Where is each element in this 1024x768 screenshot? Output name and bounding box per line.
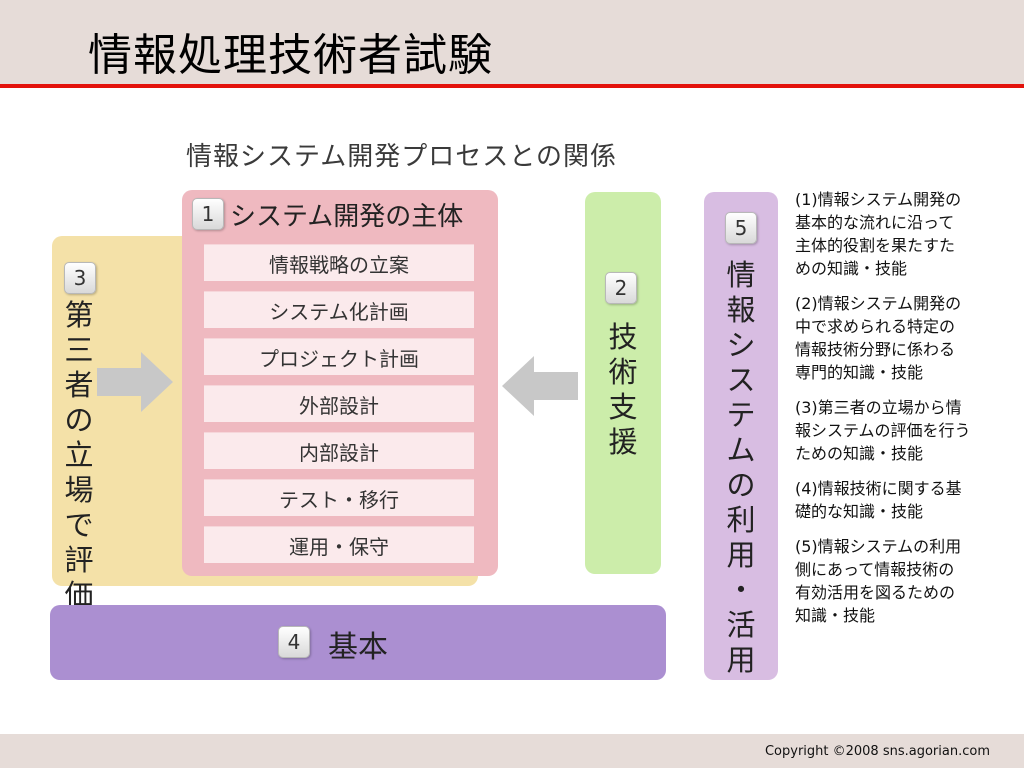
note-line: ための知識・技能: [795, 444, 924, 463]
note-line: 報システムの評価を行う: [795, 421, 971, 440]
process-item: テスト・移行: [204, 479, 474, 516]
box5-char: ム: [726, 433, 756, 467]
note-item: (3)第三者の立場から情 報システムの評価を行う ための知識・技能: [795, 396, 1007, 465]
note-line: 有効活用を図るための: [795, 583, 956, 602]
process-item: 内部設計: [204, 432, 474, 469]
notes-list: (1)情報システム開発の 基本的な流れに沿って 主体的役割を果たすた めの知識・…: [795, 188, 1007, 639]
note-line: 側にあって情報技術の: [795, 560, 955, 579]
slide-footer: Copyright ©2008 sns.agorian.com: [0, 734, 1024, 768]
box1-number-badge: 1: [192, 198, 224, 230]
note-line: 基本的な流れに沿って: [795, 213, 955, 232]
note-line: 情報技術分野に係わる: [795, 340, 956, 359]
note-line: (2)情報システム開発の: [795, 294, 962, 313]
box5-char: テ: [726, 398, 756, 432]
note-item: (1)情報システム開発の 基本的な流れに沿って 主体的役割を果たすた めの知識・…: [795, 188, 1007, 280]
box3-char: 立: [64, 438, 94, 472]
note-item: (2)情報システム開発の 中で求められる特定の 情報技術分野に係わる 専門的知識…: [795, 292, 1007, 384]
process-item: 情報戦略の立案: [204, 244, 474, 281]
note-line: 専門的知識・技能: [795, 363, 924, 382]
header-divider: [0, 84, 1024, 88]
box-basics: [50, 605, 666, 680]
slide-title: 情報処理技術者試験: [88, 30, 493, 81]
box-system-utilization: [704, 192, 778, 680]
box3-char: の: [64, 403, 94, 437]
box3-vertical-label: 第 三 者 の 立 場 で 評 価: [57, 298, 101, 613]
note-line: 礎的な知識・技能: [795, 502, 924, 521]
box3-char: 評: [64, 543, 94, 577]
note-line: 知識・技能: [795, 606, 876, 625]
box3-char: 三: [64, 333, 94, 367]
arrow-right-icon: [97, 352, 173, 412]
box5-char: の: [726, 468, 756, 502]
box2-char: 援: [608, 425, 638, 459]
note-item: (5)情報システムの利用 側にあって情報技術の 有効活用を図るための 知識・技能: [795, 535, 1007, 627]
box3-char: 者: [64, 368, 94, 402]
box5-number-badge: 5: [725, 212, 757, 244]
note-line: (4)情報技術に関する基: [795, 479, 962, 498]
note-item: (4)情報技術に関する基 礎的な知識・技能: [795, 477, 1007, 523]
box5-char: ス: [726, 363, 756, 397]
slide-header: 情報処理技術者試験: [0, 0, 1024, 84]
box2-number-badge: 2: [605, 272, 637, 304]
diagram-title: 情報システム開発プロセスとの関係: [186, 142, 617, 172]
note-line: 中で求められる特定の: [795, 317, 956, 336]
box5-char: 用: [726, 643, 756, 677]
box3-char: で: [64, 508, 94, 542]
box5-char: 活: [726, 608, 756, 642]
note-line: (3)第三者の立場から情: [795, 398, 962, 417]
box5-char: 利: [726, 503, 756, 537]
note-line: (5)情報システムの利用: [795, 537, 962, 556]
note-line: (1)情報システム開発の: [795, 190, 962, 209]
copyright-text: Copyright ©2008 sns.agorian.com: [764, 744, 990, 759]
box2-char: 術: [608, 355, 638, 389]
box2-char: 支: [608, 390, 638, 424]
process-item: 運用・保守: [204, 526, 474, 563]
box5-char: 用: [726, 538, 756, 572]
box-technical-support: [585, 192, 661, 574]
box3-char: 第: [64, 298, 94, 332]
box5-char: 情: [726, 258, 756, 292]
note-line: 主体的役割を果たすた: [795, 236, 956, 255]
process-item: プロジェクト計画: [204, 338, 474, 375]
box4-label: 基本: [328, 630, 388, 665]
box4-number-badge: 4: [278, 626, 310, 658]
process-item: 外部設計: [204, 385, 474, 422]
note-line: めの知識・技能: [795, 259, 908, 278]
box5-vertical-label: 情 報 シ ス テ ム の 利 用 ・ 活 用: [719, 258, 763, 678]
box5-char: ・: [726, 573, 756, 607]
box2-vertical-label: 技 術 支 援: [601, 320, 645, 460]
box1-title: システム開発の主体: [230, 202, 464, 232]
box3-char: 場: [64, 473, 94, 507]
box5-char: シ: [726, 328, 756, 362]
arrow-left-icon: [502, 356, 578, 416]
box5-char: 報: [726, 293, 756, 327]
box2-char: 技: [608, 320, 638, 354]
box3-number-badge: 3: [64, 262, 96, 294]
process-item: システム化計画: [204, 291, 474, 328]
